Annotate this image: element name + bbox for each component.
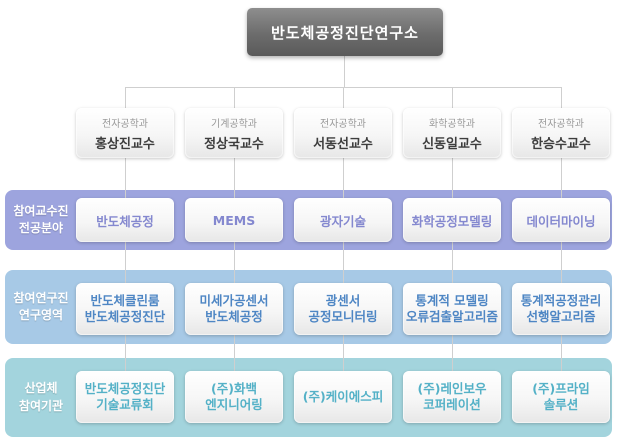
connector-line [343,242,344,283]
connector-line [343,335,344,371]
professor-name: 한승수교수 [531,136,591,152]
band-item: 통계적 모델링 오류검출알고리즘 [403,283,501,335]
connector-line [234,335,235,371]
band-item: 미세가공센서 반도체공정 [185,283,283,335]
professor-name: 신동일교수 [422,136,482,152]
band-item: (주)프라임 솔루션 [512,371,610,423]
professor-dept: 전자공학과 [538,118,584,130]
connector-root-stem [344,56,345,87]
band-label: 참여교수진 전공분야 [5,190,77,250]
professor-dept: 전자공학과 [320,118,366,130]
connector-stub [343,87,344,108]
band-item: (주)케이에스피 [294,371,392,423]
band-label-line2: 연구영역 [18,308,64,322]
connector-line [234,242,235,283]
professor-dept: 전자공학과 [102,118,148,130]
professor-name: 서동선교수 [313,136,373,152]
professor-dept: 화학공학과 [429,118,475,130]
professor-card: 기계공학과 정상국교수 [185,108,283,158]
band-item: MEMS [185,198,283,242]
professor-dept: 기계공학과 [211,118,257,130]
band-item: 광센서 공정모니터링 [294,283,392,335]
connector-stub [561,87,562,108]
connector-line [452,158,453,198]
band-item: 반도체공정 [76,198,174,242]
band-label-line2: 참여기관 [18,398,64,413]
professor-card: 전자공학과 서동선교수 [294,108,392,158]
band-item: 데이터마이닝 [512,198,610,242]
connector-stub [125,87,126,108]
connector-line [125,158,126,198]
professor-card: 전자공학과 홍상진교수 [76,108,174,158]
professor-card: 전자공학과 한승수교수 [512,108,610,158]
root-title: 반도체공정진단연구소 [270,23,419,42]
connector-line [125,335,126,371]
band-item: 반도체공정진단 기술교류회 [76,371,174,423]
connector-line [452,242,453,283]
band-label-line1: 참여연구진 [13,290,69,305]
connector-line [343,158,344,198]
connector-line [561,158,562,198]
band-label: 참여연구진 연구영역 [5,270,77,344]
band-item: 화학공정모델링 [403,198,501,242]
connector-line [561,242,562,283]
connector-line [125,242,126,283]
connector-line [234,158,235,198]
professor-card: 화학공학과 신동일교수 [403,108,501,158]
band-label-line1: 산업체 [24,381,58,396]
band-label-line2: 전공분야 [18,221,64,235]
connector-line [452,335,453,371]
connector-line [561,335,562,371]
connector-stub [452,87,453,108]
connector-stub [234,87,235,108]
band-item: 광자기술 [294,198,392,242]
band-item: (주)화백 엔지니어링 [185,371,283,423]
root-box: 반도체공정진단연구소 [247,8,443,56]
band-item: 통계적공정관리 선행알고리즘 [512,283,610,335]
band-item: (주)레인보우 코퍼레이션 [403,371,501,423]
band-label-line1: 참여교수진 [13,203,69,218]
band-label: 산업체 참여기관 [5,358,77,437]
band-item: 반도체클린룸 반도체공정진단 [76,283,174,335]
professor-name: 홍상진교수 [95,136,155,152]
professor-name: 정상국교수 [204,136,264,152]
